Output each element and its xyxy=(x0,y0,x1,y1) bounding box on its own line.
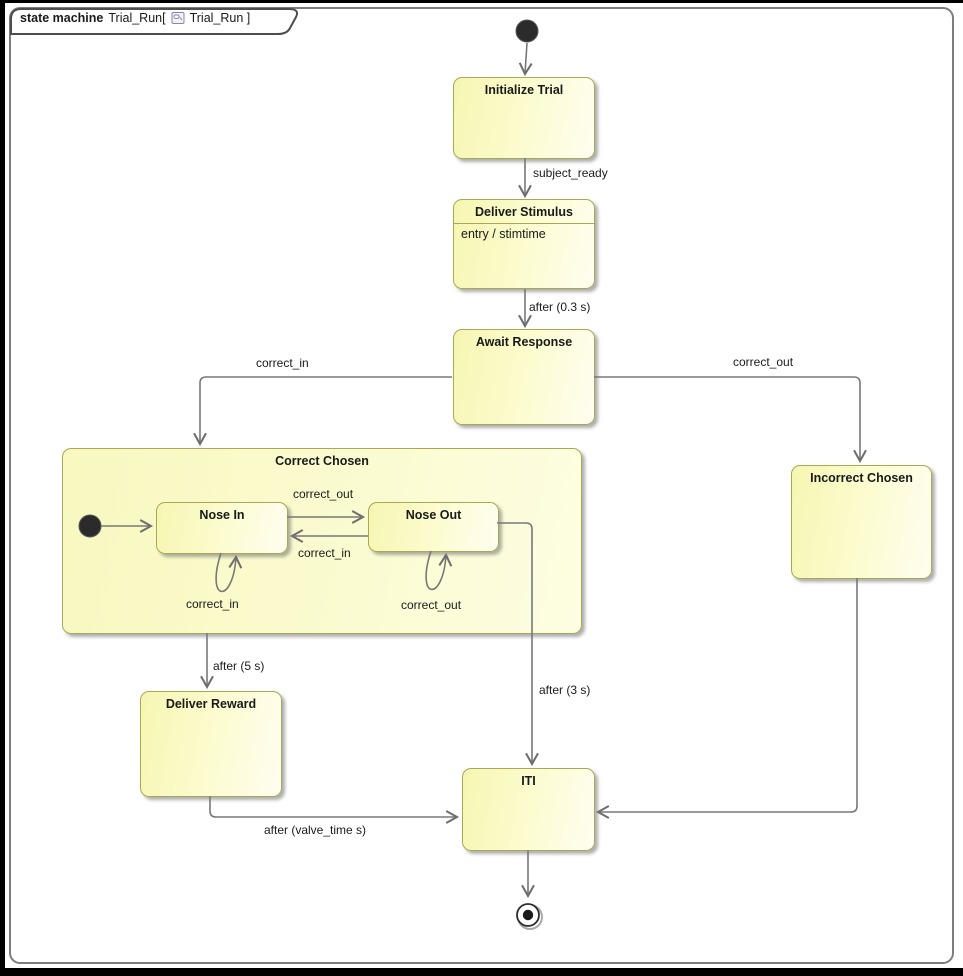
state-machine-diagram-icon xyxy=(171,12,185,24)
state-name: Correct Chosen xyxy=(275,454,369,468)
label-after-3s[interactable]: after (3 s) xyxy=(539,683,591,697)
frame-context-name: Trial_Run[ xyxy=(108,11,166,25)
label-after-5s[interactable]: after (5 s) xyxy=(213,659,265,673)
state-name: Nose Out xyxy=(405,508,462,522)
state-deliver-reward[interactable]: Deliver Reward xyxy=(140,691,282,797)
label-correct-out[interactable]: correct_out xyxy=(733,355,794,369)
state-initialize-trial[interactable]: Initialize Trial xyxy=(453,77,595,159)
state-await-response[interactable]: Await Response xyxy=(453,329,595,425)
state-name: Await Response xyxy=(475,335,573,349)
state-nose-out[interactable]: Nose Out xyxy=(368,502,499,552)
label-loop-correct-in[interactable]: correct_in xyxy=(186,597,239,611)
state-name: Deliver Reward xyxy=(165,697,257,711)
state-name: ITI xyxy=(521,774,536,788)
label-subject-ready[interactable]: subject_ready xyxy=(533,166,608,180)
state-nose-in[interactable]: Nose In xyxy=(156,502,288,554)
state-name: Nose In xyxy=(199,508,245,522)
frame-keyword: state machine xyxy=(20,11,104,25)
screenshot-border-bottom xyxy=(0,968,963,976)
label-after-03s[interactable]: after (0.3 s) xyxy=(529,300,591,314)
label-correct-in[interactable]: correct_in xyxy=(256,356,309,370)
label-loop-correct-out[interactable]: correct_out xyxy=(401,598,462,612)
tab-shape xyxy=(10,8,299,35)
frame-title-tab xyxy=(10,8,299,35)
state-correct-chosen[interactable]: Correct Chosen xyxy=(62,448,582,634)
label-inner-correct-out[interactable]: correct_out xyxy=(293,487,354,501)
screenshot-border-top xyxy=(0,0,963,3)
state-name: Deliver Stimulus xyxy=(475,205,573,219)
label-inner-correct-in[interactable]: correct_in xyxy=(298,546,351,560)
state-incorrect-chosen[interactable]: Incorrect Chosen xyxy=(791,465,932,579)
state-deliver-stimulus[interactable]: Deliver Stimulus entry / stimtime xyxy=(453,199,595,289)
state-name: Incorrect Chosen xyxy=(810,471,913,485)
diagram-title: state machine Trial_Run[ Trial_Run ] xyxy=(20,11,250,25)
state-entry-action: entry / stimtime xyxy=(454,223,594,244)
frame-diagram-name: Trial_Run ] xyxy=(189,11,251,25)
state-name: Initialize Trial xyxy=(484,83,564,97)
screenshot-border-left xyxy=(0,0,5,976)
state-iti[interactable]: ITI xyxy=(462,768,595,851)
label-after-valve-time[interactable]: after (valve_time s) xyxy=(264,823,367,837)
